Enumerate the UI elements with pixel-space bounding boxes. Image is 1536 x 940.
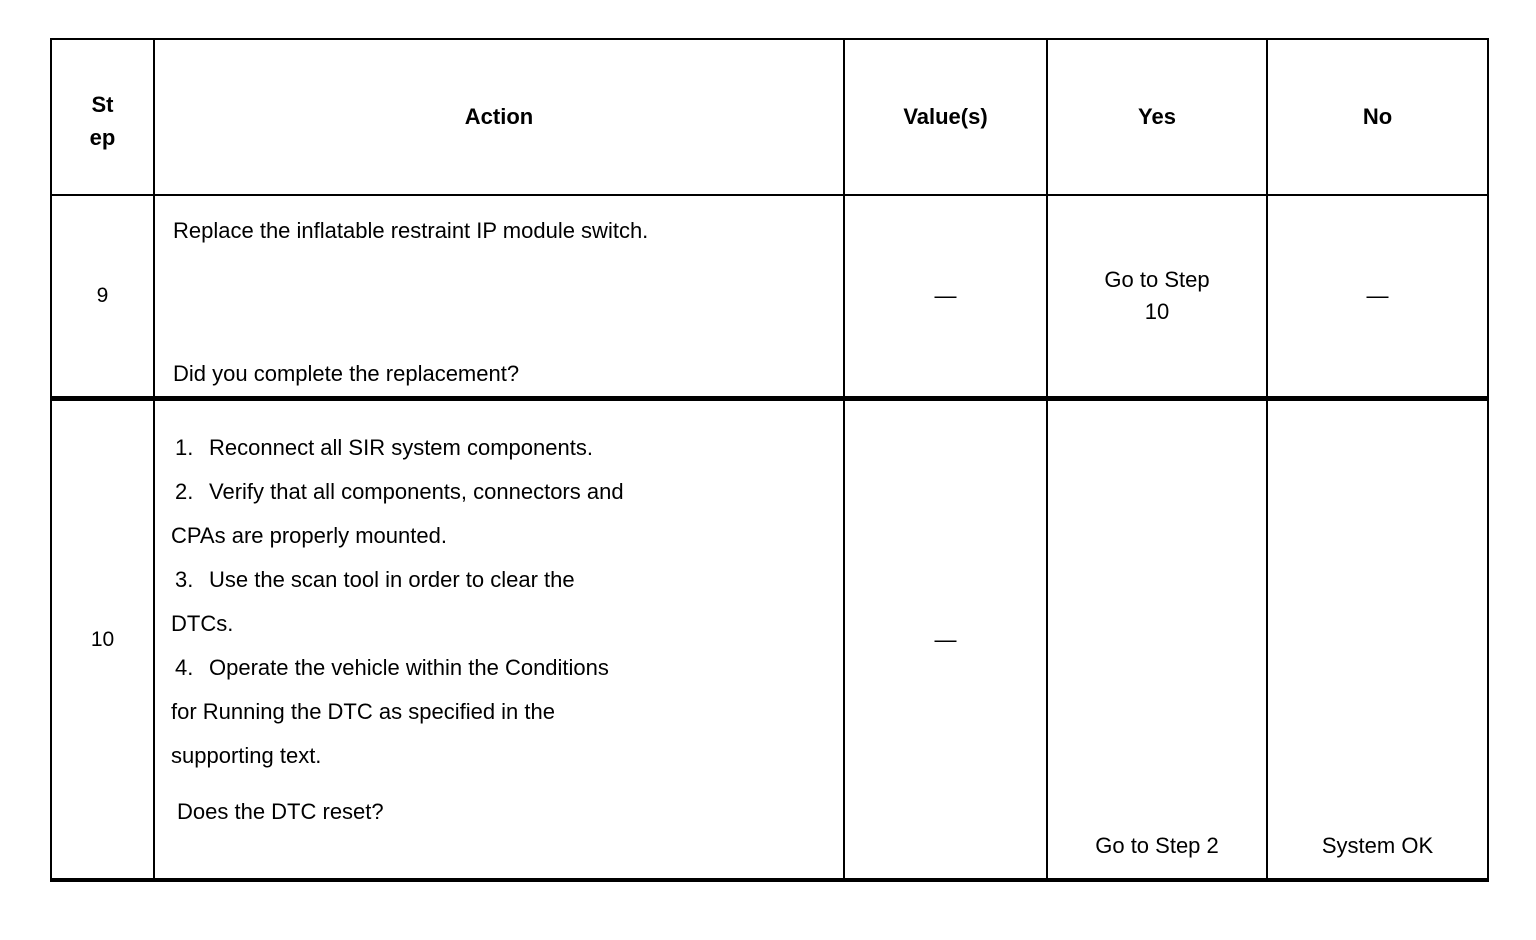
column-header-values: Value(s) (843, 38, 1048, 196)
yes-action-line1: Go to Step (1104, 267, 1210, 293)
column-header-no: No (1266, 38, 1489, 196)
table-header: St ep Action Value(s) Yes No (50, 38, 1489, 196)
yes-action: Go to Step 2 (1095, 833, 1219, 859)
step-number-cell: 9 (50, 194, 155, 401)
list-item-number: 4. (175, 655, 194, 680)
list-item-text: Operate the vehicle within the Condition… (209, 655, 609, 680)
list-item-continuation: DTCs. (171, 611, 234, 636)
list-item-number: 2. (175, 479, 194, 504)
diagnostic-procedure-table: St ep Action Value(s) Yes No 9 Replace t… (50, 38, 1489, 882)
action-question: Does the DTC reset? (177, 799, 384, 824)
list-item: 1. Reconnect all SIR system components. (171, 426, 835, 470)
list-item-text: Use the scan tool in order to clear the (209, 567, 575, 592)
no-cell: System OK (1266, 397, 1489, 882)
action-statement: Replace the inflatable restraint IP modu… (173, 218, 649, 243)
list-item-continuation: for Running the DTC as specified in the (171, 699, 555, 724)
action-question: Did you complete the replacement? (173, 361, 520, 386)
list-item: 2. Verify that all components, connectors… (171, 470, 835, 514)
column-header-yes: Yes (1046, 38, 1268, 196)
value-dash: — (934, 626, 957, 652)
action-content: 1. Reconnect all SIR system components. 2… (155, 401, 843, 878)
list-item-text: Reconnect all SIR system components. (209, 435, 593, 460)
yes-cell: Go to Step 10 (1046, 194, 1268, 401)
action-cell: 1. Reconnect all SIR system components. 2… (153, 397, 845, 882)
column-header-action: Action (153, 38, 845, 196)
list-item-number: 3. (175, 567, 194, 592)
action-content: Replace the inflatable restraint IP modu… (155, 196, 843, 396)
no-action: System OK (1321, 833, 1434, 859)
column-header-step-line1: St (91, 92, 114, 117)
list-item: 3. Use the scan tool in order to clear th… (171, 558, 835, 602)
action-step-list: 1. Reconnect all SIR system components. 2… (171, 426, 835, 778)
no-dash: — (1366, 283, 1389, 309)
list-item: 4. Operate the vehicle within the Conditi… (171, 646, 835, 690)
table-body: 9 Replace the inflatable restraint IP mo… (50, 194, 1489, 882)
list-item-number: 1. (175, 435, 194, 460)
no-cell: — (1266, 194, 1489, 401)
table-row: 10 1. Reconnect all SIR system components… (50, 397, 1489, 882)
yes-cell: Go to Step 2 (1046, 397, 1268, 882)
list-item-continuation: supporting text. (171, 743, 322, 768)
value-cell: — (843, 194, 1048, 401)
action-cell: Replace the inflatable restraint IP modu… (153, 194, 845, 401)
table-row: 9 Replace the inflatable restraint IP mo… (50, 194, 1489, 401)
yes-action-line2: 10 (1144, 299, 1170, 324)
value-dash: — (934, 283, 957, 309)
column-header-step: St ep (50, 38, 155, 196)
step-number-cell: 10 (50, 397, 155, 882)
header-row: St ep Action Value(s) Yes No (50, 38, 1489, 196)
list-item-text: Verify that all components, connectors a… (209, 479, 624, 504)
list-item-continuation: CPAs are properly mounted. (171, 523, 447, 548)
column-header-step-line2: ep (89, 125, 116, 150)
value-cell: — (843, 397, 1048, 882)
